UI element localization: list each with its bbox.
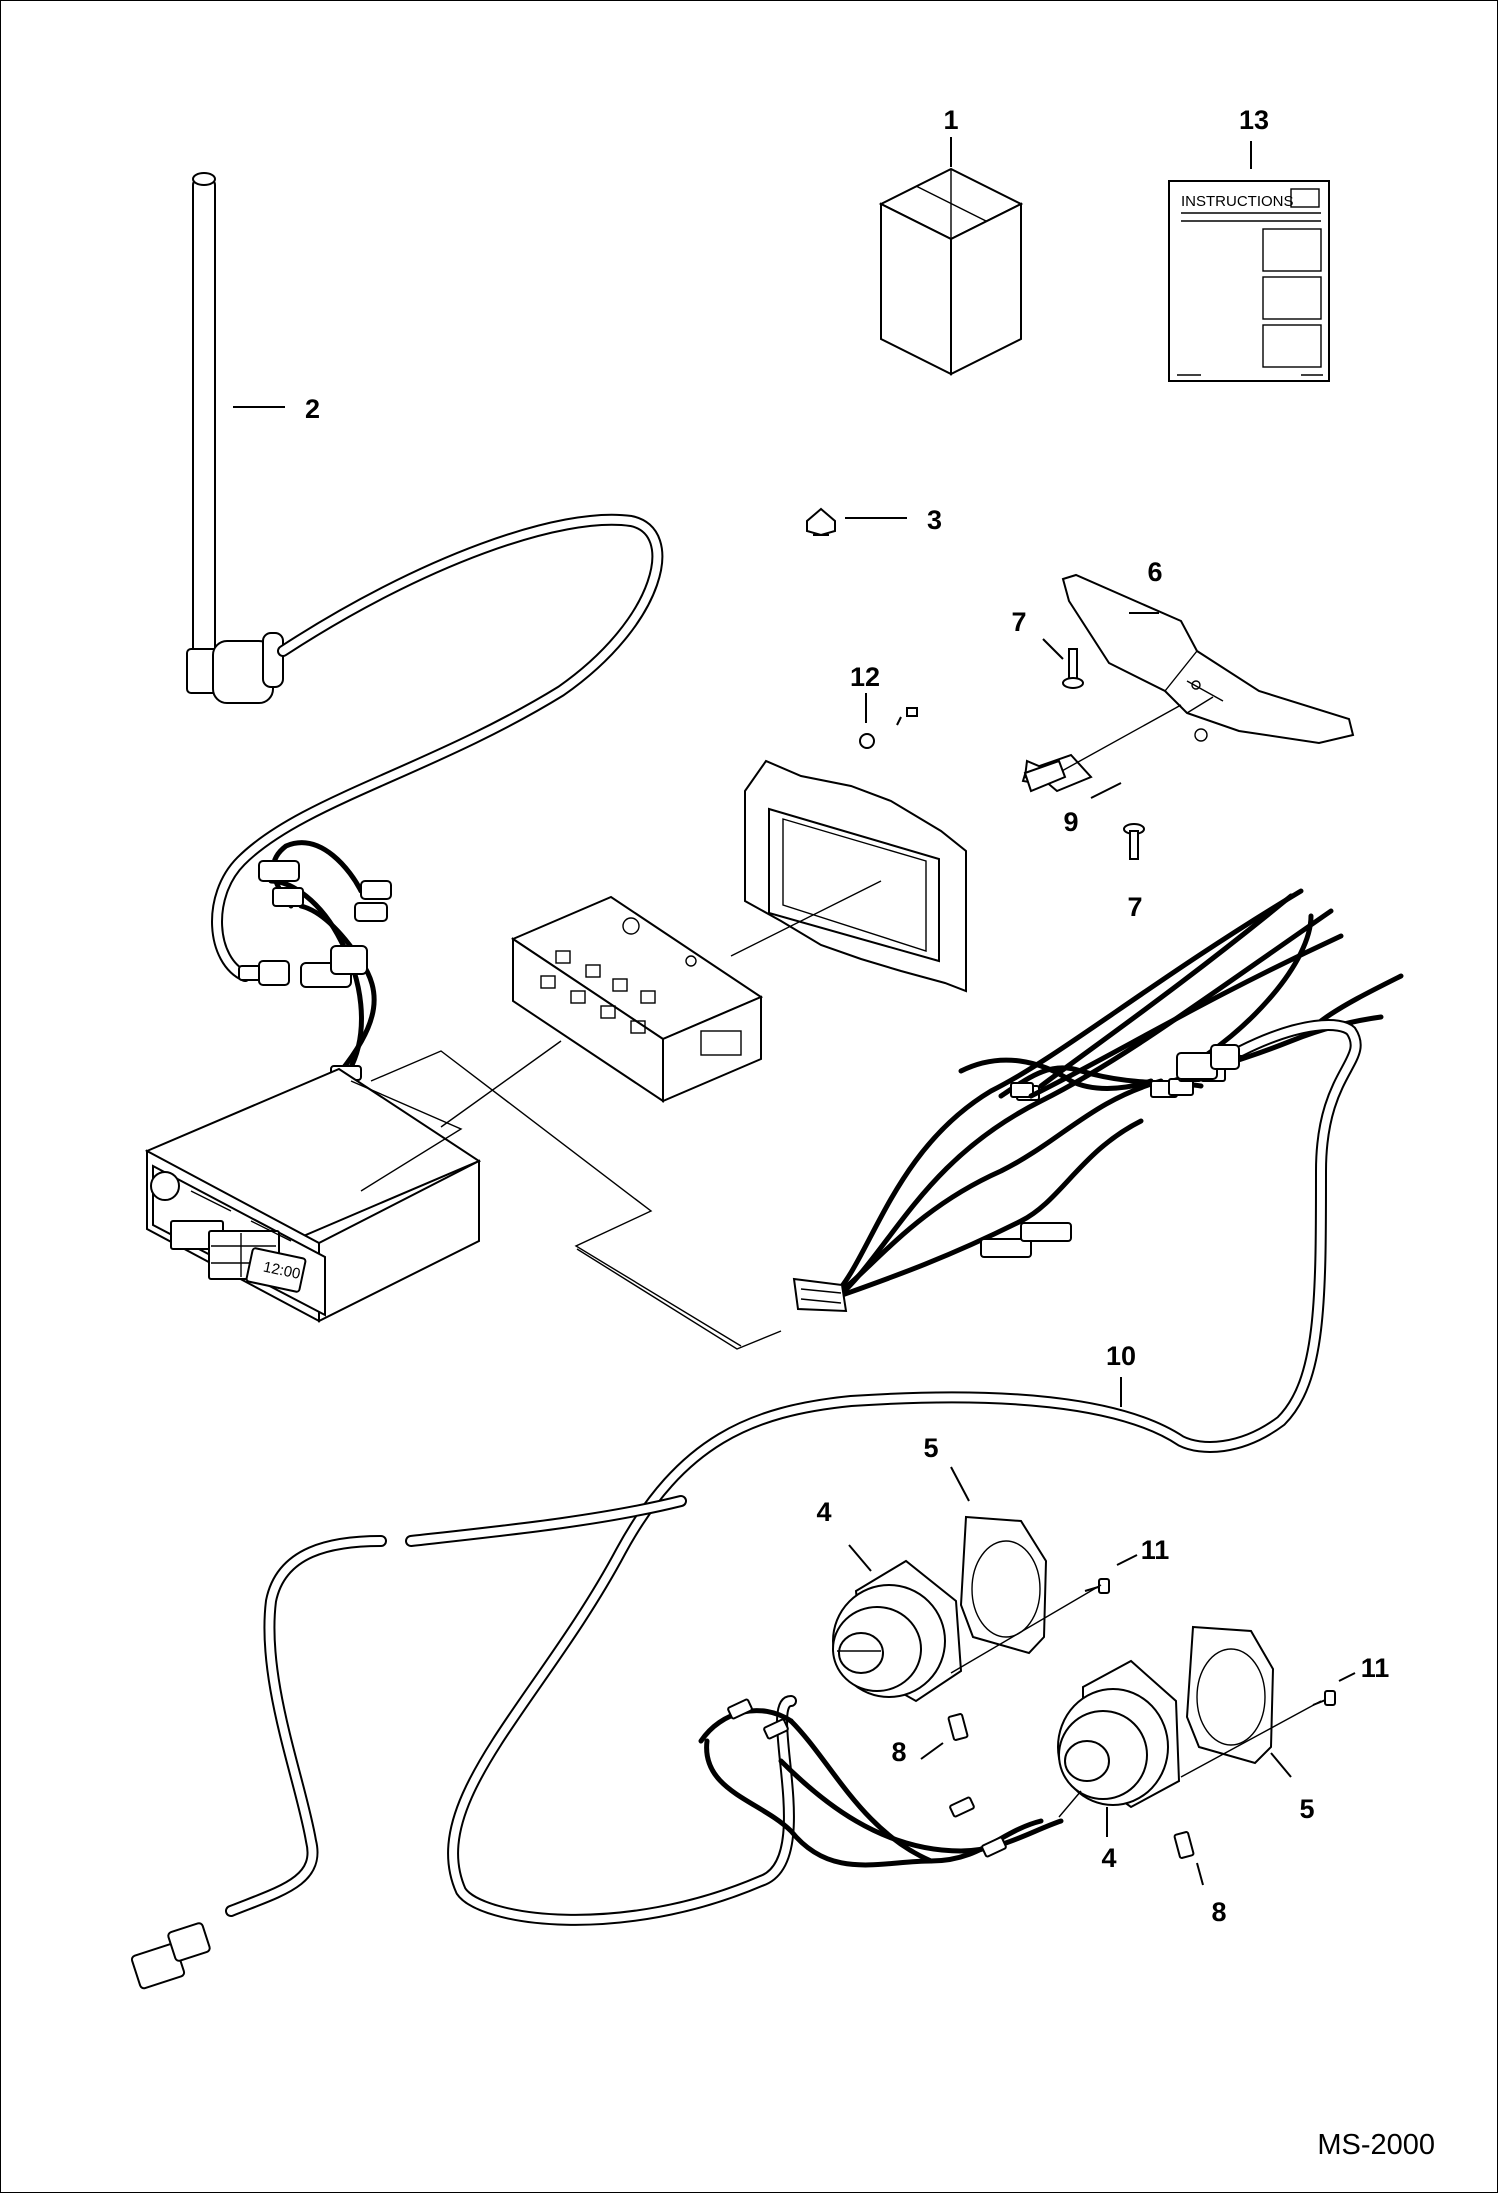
part-11-screw-upper <box>1084 1578 1110 1594</box>
callout-2: 2 <box>305 394 320 424</box>
part-1-package-box <box>878 167 1024 376</box>
leader-radio-connector <box>576 1248 782 1350</box>
part-10-speaker-cable <box>130 1019 1362 1990</box>
leader-9-line <box>1050 704 1182 778</box>
callout-10: 10 <box>1106 1341 1136 1371</box>
leader-radio-stub <box>350 1080 463 1192</box>
speaker-upper <box>832 1559 963 1703</box>
callout-9: 9 <box>1063 807 1078 837</box>
callout-11b: 11 <box>1361 1653 1390 1683</box>
part-9-plug <box>1023 759 1067 793</box>
callout-4a: 4 <box>816 1497 831 1527</box>
callout-3: 3 <box>927 505 942 535</box>
speaker-wires <box>698 1698 1064 1868</box>
leader-11b <box>1338 1672 1356 1682</box>
callout-8b: 8 <box>1211 1897 1226 1927</box>
leader-11a-line <box>950 1584 1102 1674</box>
part-3-pushpin <box>806 507 836 537</box>
part-13-instruction-sheet: INSTRUCTIONS <box>1168 180 1330 382</box>
leader-4a <box>848 1544 872 1572</box>
leader-8a <box>920 1742 944 1760</box>
part-8-clip-lower <box>1173 1831 1195 1859</box>
leader-7a <box>1042 638 1064 660</box>
mounting-sleeve <box>510 895 764 1103</box>
callout-1: 1 <box>943 105 958 135</box>
part-7-screw-lower <box>1123 823 1145 860</box>
callout-11a: 11 <box>1141 1535 1170 1565</box>
trim-bezel-panel <box>744 759 967 993</box>
antenna-cable <box>211 513 664 986</box>
callout-5a: 5 <box>923 1433 938 1463</box>
part-2-antenna <box>186 172 284 704</box>
callout-12: 12 <box>850 662 880 692</box>
leader-radio-to-harness <box>370 1050 742 1347</box>
part-12-screw-washer <box>859 707 918 749</box>
leader-sleeve <box>440 1040 562 1128</box>
callout-4b: 4 <box>1101 1843 1116 1873</box>
leader-11a <box>1116 1554 1138 1566</box>
speaker-lower <box>1057 1659 1181 1809</box>
part-7-screw-upper <box>1062 648 1084 689</box>
leader-9 <box>1090 782 1122 799</box>
part-5-gasket-upper <box>959 1515 1048 1655</box>
callout-5b: 5 <box>1299 1794 1314 1824</box>
callout-7b: 7 <box>1127 892 1142 922</box>
radio-head-unit: 12:00 <box>144 1067 482 1323</box>
leader-8b <box>1196 1862 1204 1886</box>
diagram-code-label: MS-2000 <box>1317 2129 1435 2161</box>
part-11-screw-lower <box>1312 1690 1336 1706</box>
callout-7a: 7 <box>1011 607 1026 637</box>
callout-6: 6 <box>1147 557 1162 587</box>
part-5-gasket-lower <box>1185 1625 1275 1765</box>
leader-5b <box>1270 1752 1292 1778</box>
leader-11b-line <box>1180 1700 1322 1778</box>
part-6-mounting-bracket <box>1061 573 1355 745</box>
leader-5a <box>950 1466 970 1502</box>
instructions-sheet-title: INSTRUCTIONS <box>1181 193 1294 210</box>
leader-bezel <box>730 880 882 957</box>
part-8-clip-upper <box>947 1713 969 1741</box>
leader-spk-lower <box>1058 1790 1082 1818</box>
callout-13: 13 <box>1239 105 1269 135</box>
callout-8a: 8 <box>891 1737 906 1767</box>
